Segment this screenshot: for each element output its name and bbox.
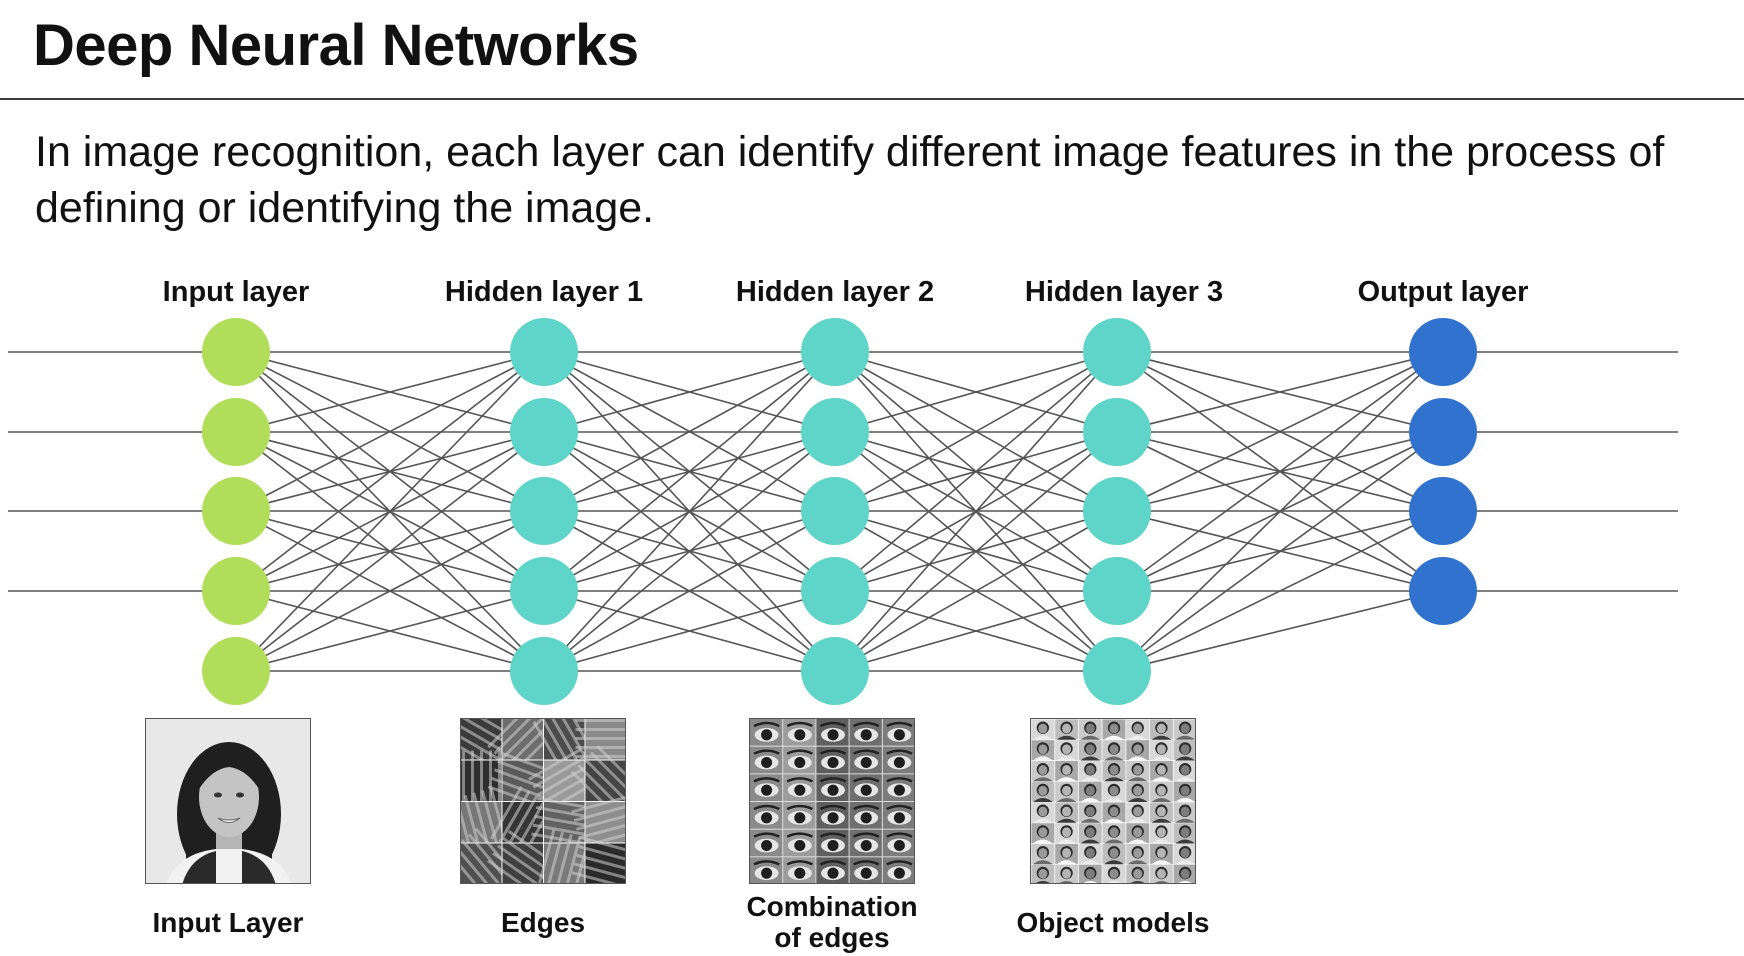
hidden-node	[510, 477, 578, 545]
connection-edge	[834, 431, 1118, 672]
face-grid-icon	[1030, 718, 1196, 884]
connection-edge	[834, 510, 1118, 672]
hidden-node	[510, 557, 578, 625]
output-node	[1409, 398, 1477, 466]
connection-edge	[834, 351, 1118, 592]
connection-edge	[1116, 351, 1444, 592]
neural-network-diagram	[8, 318, 1678, 705]
eye-patches-icon	[749, 718, 915, 884]
hidden-node	[801, 477, 869, 545]
hidden-node	[1083, 398, 1151, 466]
hidden-node	[1083, 637, 1151, 705]
edge-patches-icon	[460, 718, 626, 884]
input-node	[202, 318, 270, 386]
layer-label-hidden-3: Hidden layer 3	[1024, 276, 1224, 308]
connection-edge	[834, 351, 1118, 512]
intro-text: In image recognition, each layer can ide…	[35, 128, 1665, 232]
hidden-node	[1083, 557, 1151, 625]
layer-label-output: Output layer	[1357, 276, 1529, 308]
hidden-node	[1083, 318, 1151, 386]
connection-edge	[543, 510, 836, 672]
caption-input-layer: Input Layer	[152, 907, 304, 938]
hidden-node	[510, 318, 578, 386]
caption-edges: Edges	[500, 907, 586, 938]
hidden-node	[510, 398, 578, 466]
connection-edge	[1116, 351, 1444, 512]
title-divider	[0, 98, 1744, 100]
connection-edge	[1116, 351, 1444, 672]
connection-edge	[1116, 510, 1444, 672]
connection-edge	[235, 590, 545, 672]
slide-title: Deep Neural Networks	[33, 13, 639, 78]
connection-edge	[543, 351, 836, 592]
layer-label-hidden-2: Hidden layer 2	[735, 276, 935, 308]
connection-edge	[235, 510, 545, 672]
caption-combination-line-2: of edges	[774, 922, 890, 953]
layer-label-input: Input layer	[162, 276, 310, 308]
hidden-node	[510, 637, 578, 705]
connection-edge	[1116, 590, 1444, 672]
input-node	[202, 477, 270, 545]
connection-edge	[834, 351, 1118, 672]
connection-edge	[235, 351, 545, 433]
input-node	[202, 398, 270, 466]
input-node	[202, 557, 270, 625]
hidden-node	[801, 637, 869, 705]
layer-label-hidden-1: Hidden layer 1	[444, 276, 644, 308]
hidden-node	[1083, 477, 1151, 545]
connection-edge	[235, 351, 545, 512]
connection-edge	[543, 590, 836, 672]
connection-edge	[235, 351, 545, 672]
connection-edge	[834, 590, 1118, 672]
input-node	[202, 637, 270, 705]
connection-edge	[1116, 351, 1444, 433]
connection-edge	[543, 351, 836, 512]
output-node	[1409, 318, 1477, 386]
portrait-photo-icon	[145, 718, 311, 884]
connection-edge	[1116, 431, 1444, 672]
output-node	[1409, 477, 1477, 545]
connection-edge	[543, 431, 836, 672]
hidden-node	[801, 398, 869, 466]
caption-object-models: Object models	[1016, 907, 1210, 938]
connection-edge	[543, 351, 836, 672]
connection-edge	[235, 351, 545, 592]
caption-combination-of-edges: Combination of edges	[702, 891, 962, 953]
connection-edge	[543, 351, 836, 433]
connection-edge	[235, 431, 545, 672]
caption-combination-line-1: Combination	[746, 891, 918, 922]
hidden-node	[801, 557, 869, 625]
output-node	[1409, 557, 1477, 625]
hidden-node	[801, 318, 869, 386]
connection-edge	[834, 351, 1118, 433]
